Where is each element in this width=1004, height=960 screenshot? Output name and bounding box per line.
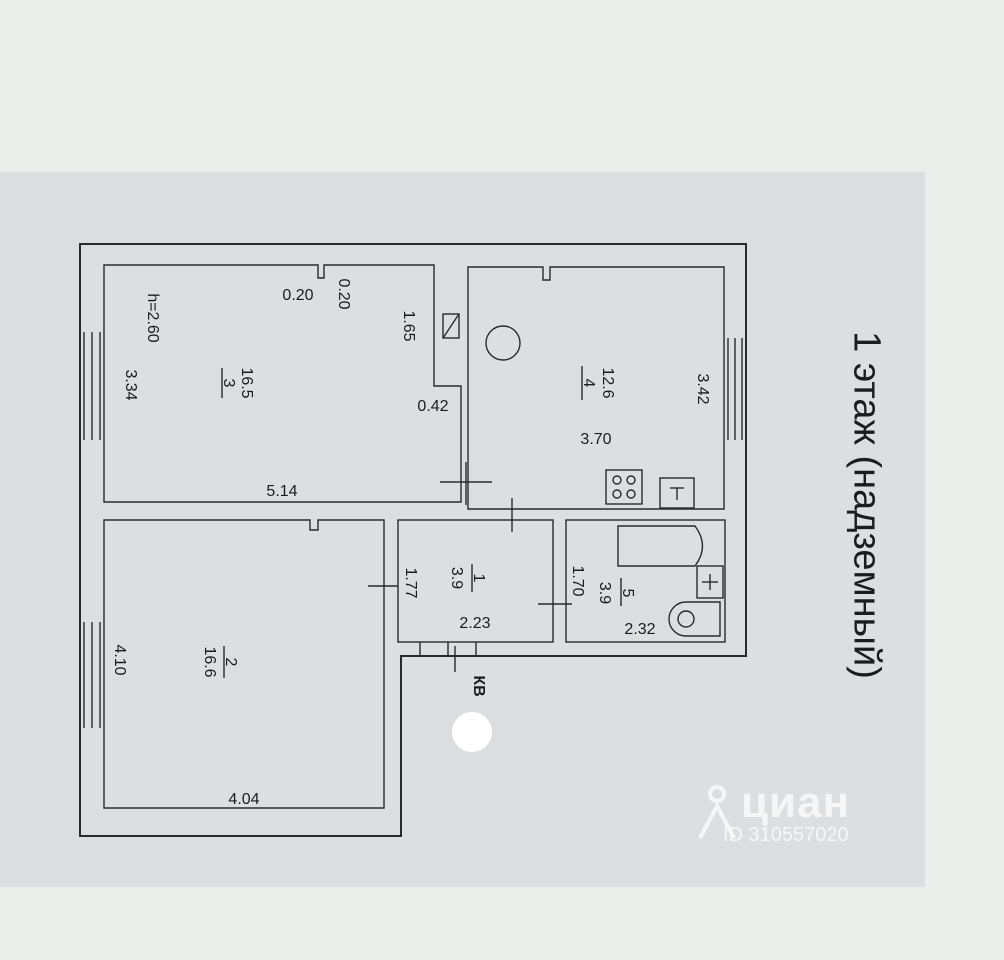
watermark-brand: циан [741, 778, 851, 827]
stove-icon [605, 469, 643, 505]
window-room-4 [727, 338, 743, 440]
vent-box [442, 313, 460, 339]
room-5-number: 5 [619, 589, 636, 598]
shaft-width-label: 0.42 [417, 398, 448, 415]
outer-wall [79, 243, 747, 837]
cian-logo-icon [698, 785, 736, 839]
room-2-height-dim: 4.10 [111, 644, 128, 675]
room-4-area: 12.6 [599, 367, 616, 398]
floor-title: 1 этаж (надземный) [845, 331, 888, 679]
room-1-width-dim: 2.23 [459, 615, 490, 632]
room-4-number: 4 [580, 379, 597, 388]
room-2-outline [103, 519, 385, 809]
gas-boiler-icon [485, 325, 521, 361]
watermark-id: ID 310557020 [723, 824, 849, 846]
ceiling-height-label: h=2.60 [144, 293, 161, 342]
shaft-height-label: 1.65 [400, 310, 417, 341]
watermark: циан ID 310557020 [705, 778, 850, 847]
room-1-area: 3.9 [448, 567, 465, 589]
washbasin-icon [696, 565, 724, 599]
sink-icon [659, 477, 695, 509]
entrance-label: КВ [470, 675, 487, 696]
room-4-width-dim: 3.70 [580, 431, 611, 448]
room-3-outline [103, 264, 462, 503]
room-4-height-dim: 3.42 [694, 373, 711, 404]
toilet-icon [668, 601, 721, 637]
pillar-depth-label: 0.20 [335, 278, 352, 309]
plan-sheet [0, 172, 925, 887]
bathtub-icon [617, 525, 704, 567]
room-2-width-dim: 4.04 [228, 791, 259, 808]
pillar-width-label: 0.20 [282, 287, 313, 304]
room-3-number: 3 [220, 379, 237, 388]
room-3-height-dim: 3.34 [122, 369, 139, 400]
room-1-number: 1 [470, 574, 487, 583]
room-5-outline [565, 519, 726, 643]
room-5-width-dim: 2.32 [624, 621, 655, 638]
room-1-height-dim: 1.77 [402, 567, 419, 598]
door-marks [368, 462, 572, 672]
entrance-marker [452, 712, 492, 752]
room-3-width-dim: 5.14 [266, 483, 297, 500]
room-2-number: 2 [222, 658, 239, 667]
room-5-area: 3.9 [596, 582, 613, 604]
room-3-area: 16.5 [238, 367, 255, 398]
room-5-height-dim: 1.70 [569, 565, 586, 596]
window-room-2 [83, 622, 101, 728]
window-room-3 [83, 332, 101, 440]
room-2-area: 16.6 [201, 646, 218, 677]
room-4-outline [467, 266, 725, 510]
